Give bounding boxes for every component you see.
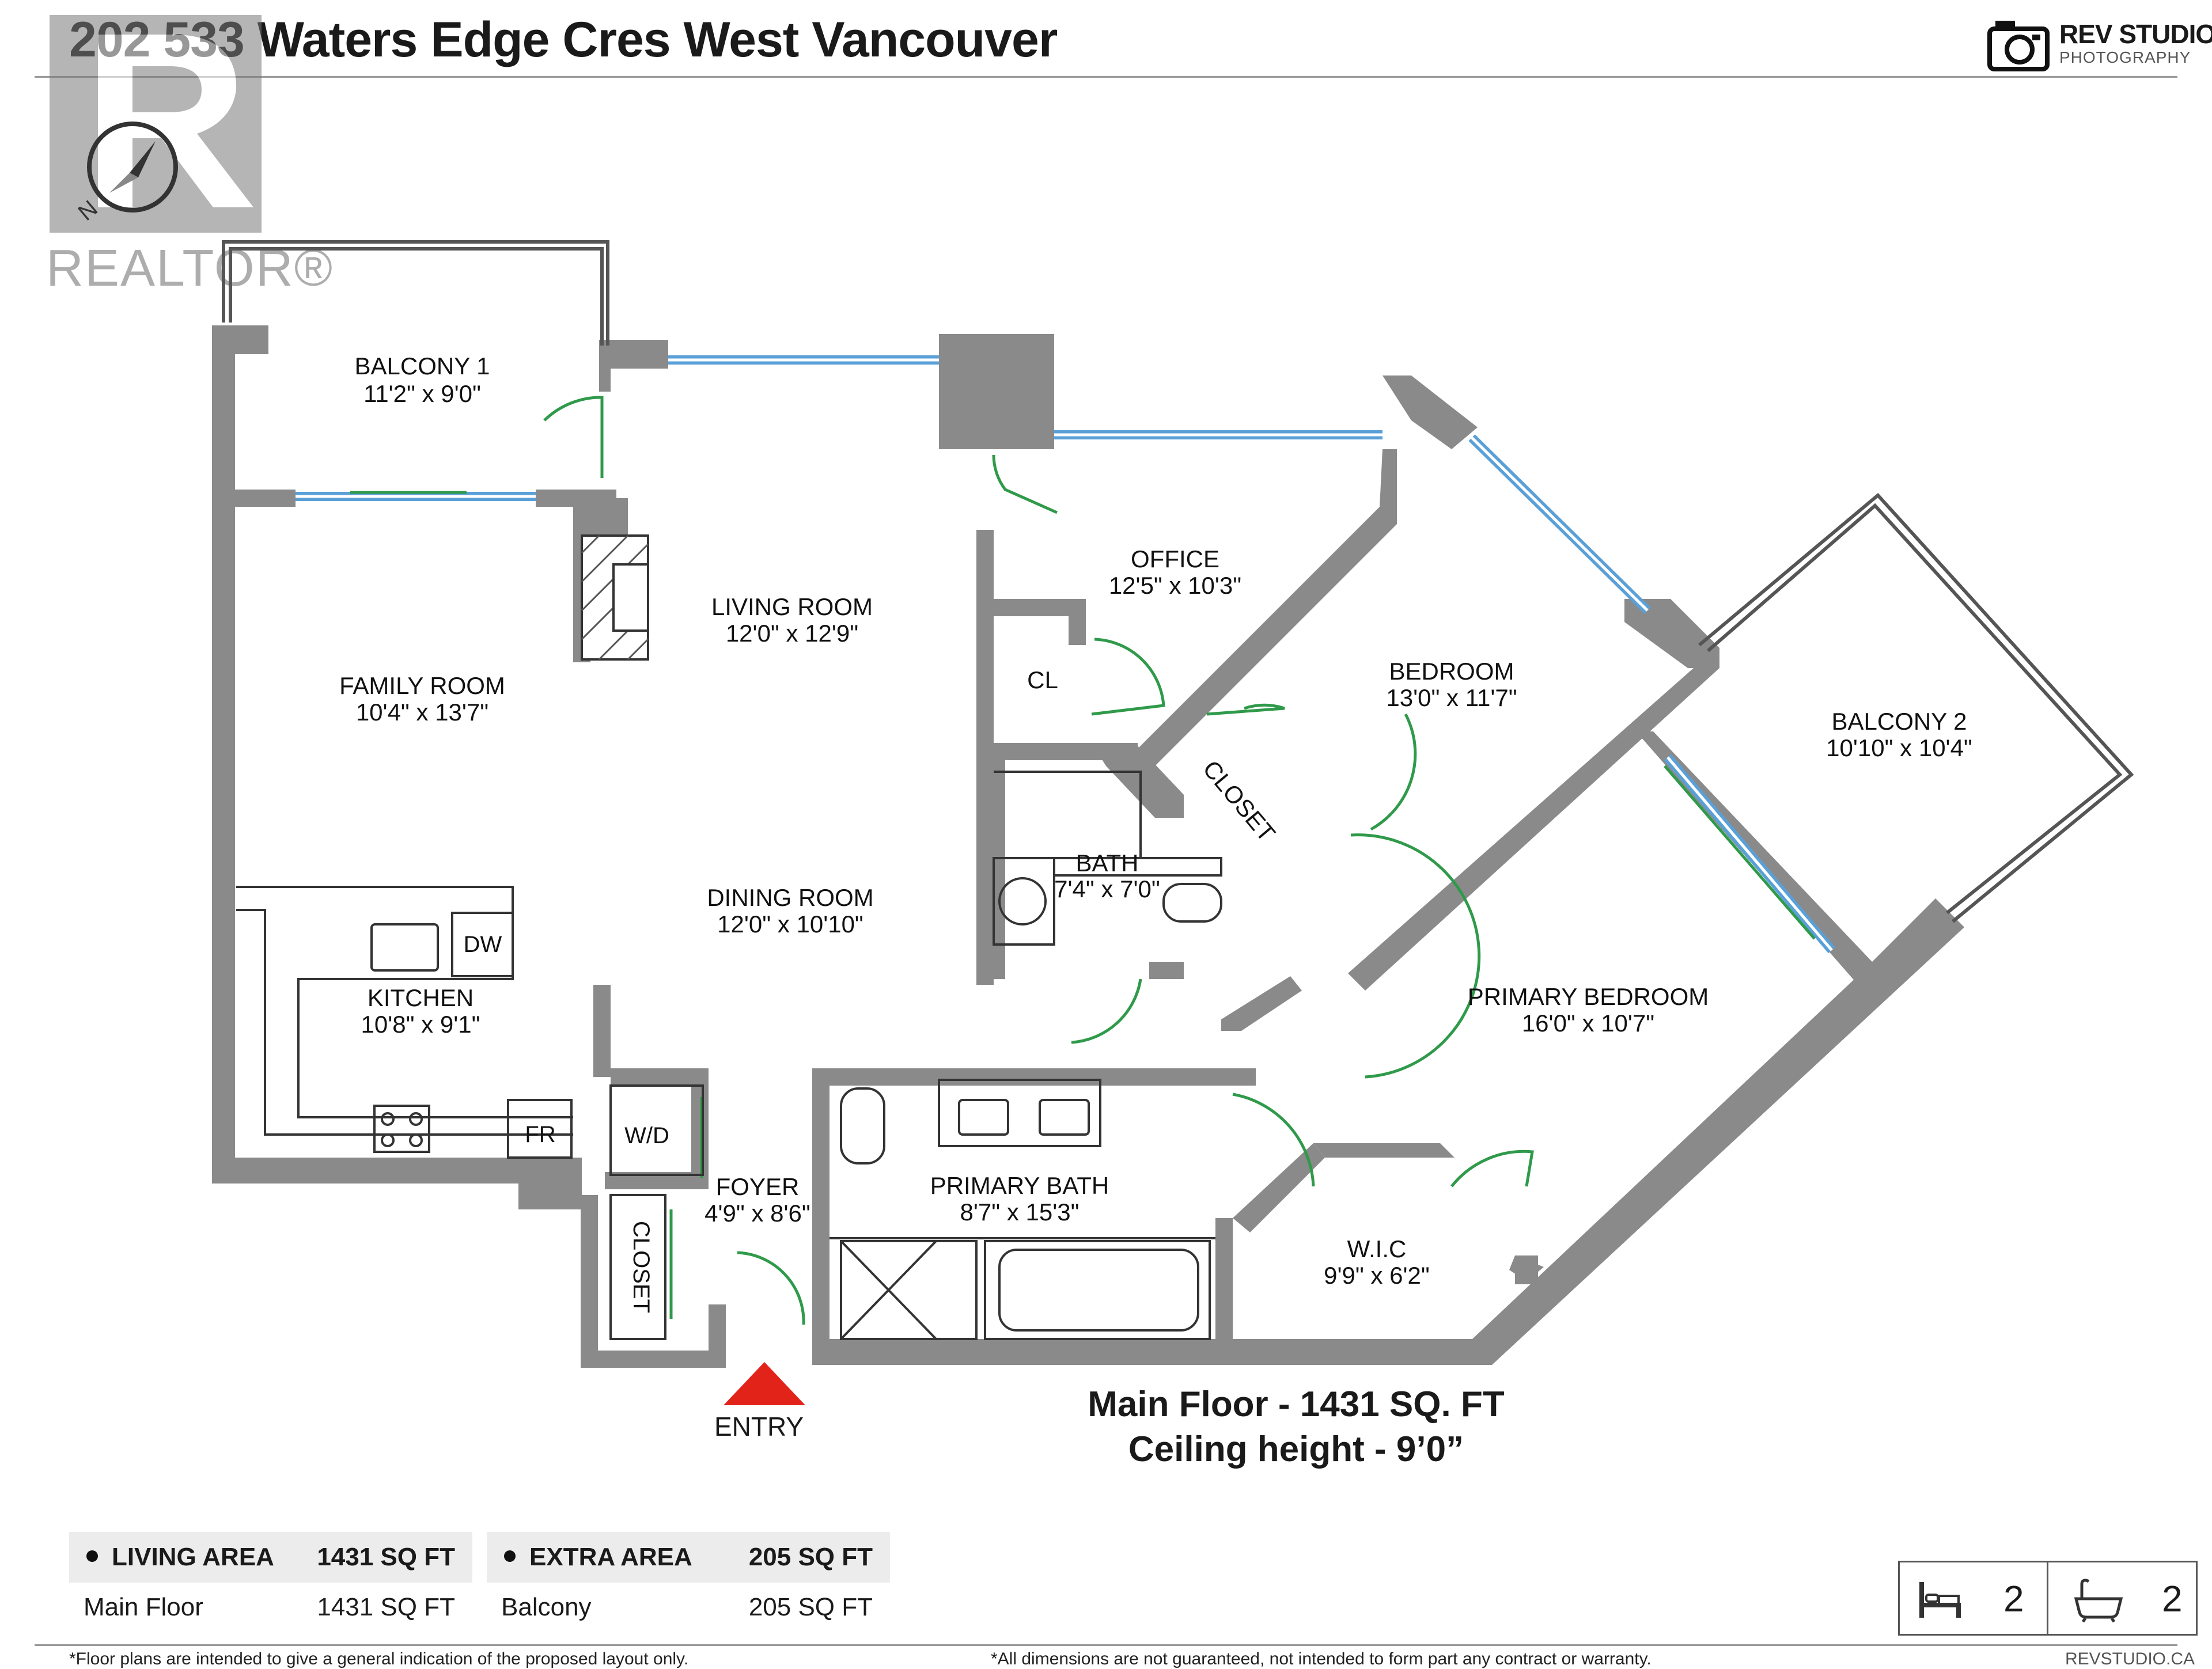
extra-area-row-value: 205 SQ FT (748, 1593, 873, 1621)
bedroom-count: 2 (2003, 1578, 2024, 1619)
foyer-closet-label: CLOSET (628, 1221, 654, 1313)
living-area-row-label: Main Floor (84, 1593, 203, 1621)
camera-icon (1987, 21, 2050, 71)
bed-icon (1919, 1582, 1961, 1618)
floor-summary: Main Floor - 1431 SQ. FT Ceiling height … (1066, 1382, 1527, 1472)
foyer-dims: 4'9" x 8'6" (704, 1200, 810, 1227)
balcony-2-dims: 10'10" x 10'4" (1826, 734, 1972, 761)
bathtub-icon (2074, 1579, 2123, 1623)
balcony-2-label: BALCONY 2 (1832, 708, 1967, 735)
extra-area-header: EXTRA AREA 205 SQ FT (487, 1532, 890, 1583)
extra-area-total: 205 SQ FT (748, 1543, 873, 1571)
footer-divider (35, 1644, 2177, 1646)
header-divider (35, 76, 2177, 78)
svg-text:N: N (74, 196, 103, 226)
washer-dryer-label: W/D (624, 1123, 669, 1148)
bedroom-closet-label: CLOSET (1198, 755, 1281, 847)
extra-area-row: Balcony 205 SQ FT (487, 1587, 890, 1628)
extra-area-row-label: Balcony (501, 1593, 592, 1621)
count-divider (2047, 1562, 2048, 1634)
living-room-label: LIVING ROOM (711, 593, 873, 620)
living-area-table: LIVING AREA 1431 SQ FT Main Floor 1431 S… (69, 1532, 472, 1630)
living-room-dims: 12'0" x 12'9" (726, 620, 858, 647)
extra-area-title: EXTRA AREA (529, 1543, 692, 1571)
bathroom-count: 2 (2162, 1578, 2183, 1619)
footer-note-left: *Floor plans are intended to give a gene… (69, 1649, 689, 1668)
brand-name: REV STUDIO (2059, 19, 2212, 49)
living-area-row: Main Floor 1431 SQ FT (69, 1587, 472, 1628)
footer-site: REVSTUDIO.CA (2065, 1649, 2195, 1668)
family-room-label: FAMILY ROOM (339, 672, 505, 699)
dining-room-label: DINING ROOM (707, 884, 873, 911)
main-floor-area: Main Floor - 1431 SQ. FT (1088, 1384, 1505, 1424)
walls (212, 325, 1964, 1368)
bath-dims: 7'4" x 7'0" (1054, 875, 1160, 902)
bedroom-dims: 13'0" x 11'7" (1386, 684, 1517, 711)
fridge-label: FR (525, 1122, 555, 1147)
wic-dims: 9'9" x 6'2" (1324, 1262, 1430, 1289)
living-area-row-value: 1431 SQ FT (317, 1593, 455, 1621)
primary-bedroom-label: PRIMARY BEDROOM (1468, 983, 1709, 1010)
bullet-icon (86, 1550, 98, 1562)
dining-room-dims: 12'0" x 10'10" (717, 911, 863, 938)
kitchen-label: KITCHEN (368, 984, 474, 1011)
family-room-dims: 10'4" x 13'7" (356, 699, 488, 726)
kitchen-dims: 10'8" x 9'1" (361, 1011, 480, 1038)
extra-area-table: EXTRA AREA 205 SQ FT Balcony 205 SQ FT (487, 1532, 890, 1630)
office-label: OFFICE (1131, 545, 1219, 572)
primary-bedroom-dims: 16'0" x 10'7" (1522, 1010, 1654, 1037)
entry-marker-icon (724, 1362, 805, 1405)
dishwasher-label: DW (464, 932, 502, 957)
footer-note-right: *All dimensions are not guaranteed, not … (991, 1649, 1652, 1668)
entry-label: ENTRY (714, 1412, 804, 1442)
realtor-logo-icon (50, 15, 262, 233)
fixtures (236, 534, 1222, 1340)
living-area-header: LIVING AREA 1431 SQ FT (69, 1532, 472, 1583)
bullet-icon (504, 1550, 516, 1562)
balcony-1-dims: 11'2" x 9'0" (363, 380, 481, 407)
north-compass-icon: N (74, 122, 178, 226)
wic-label: W.I.C (1347, 1235, 1407, 1262)
foyer-label: FOYER (716, 1173, 800, 1200)
brand-subtitle: PHOTOGRAPHY (2059, 48, 2191, 66)
living-area-total: 1431 SQ FT (317, 1543, 455, 1571)
balcony-railings (222, 240, 2134, 923)
primary-bath-label: PRIMARY BATH (930, 1172, 1109, 1199)
living-area-title: LIVING AREA (112, 1543, 274, 1571)
room-counts: 2 2 (1898, 1561, 2198, 1636)
bedroom-label: BEDROOM (1389, 658, 1514, 685)
ceiling-height: Ceiling height - 9’0” (1128, 1429, 1464, 1469)
primary-bath-dims: 8'7" x 15'3" (960, 1198, 1080, 1226)
cl-label: CL (1027, 666, 1058, 693)
brand-logo: REV STUDIO PHOTOGRAPHY (1987, 16, 2212, 74)
windows (296, 355, 1836, 954)
balcony-1-label: BALCONY 1 (355, 352, 490, 380)
bath-label: BATH (1076, 849, 1139, 877)
office-dims: 12'5" x 10'3" (1109, 572, 1241, 599)
